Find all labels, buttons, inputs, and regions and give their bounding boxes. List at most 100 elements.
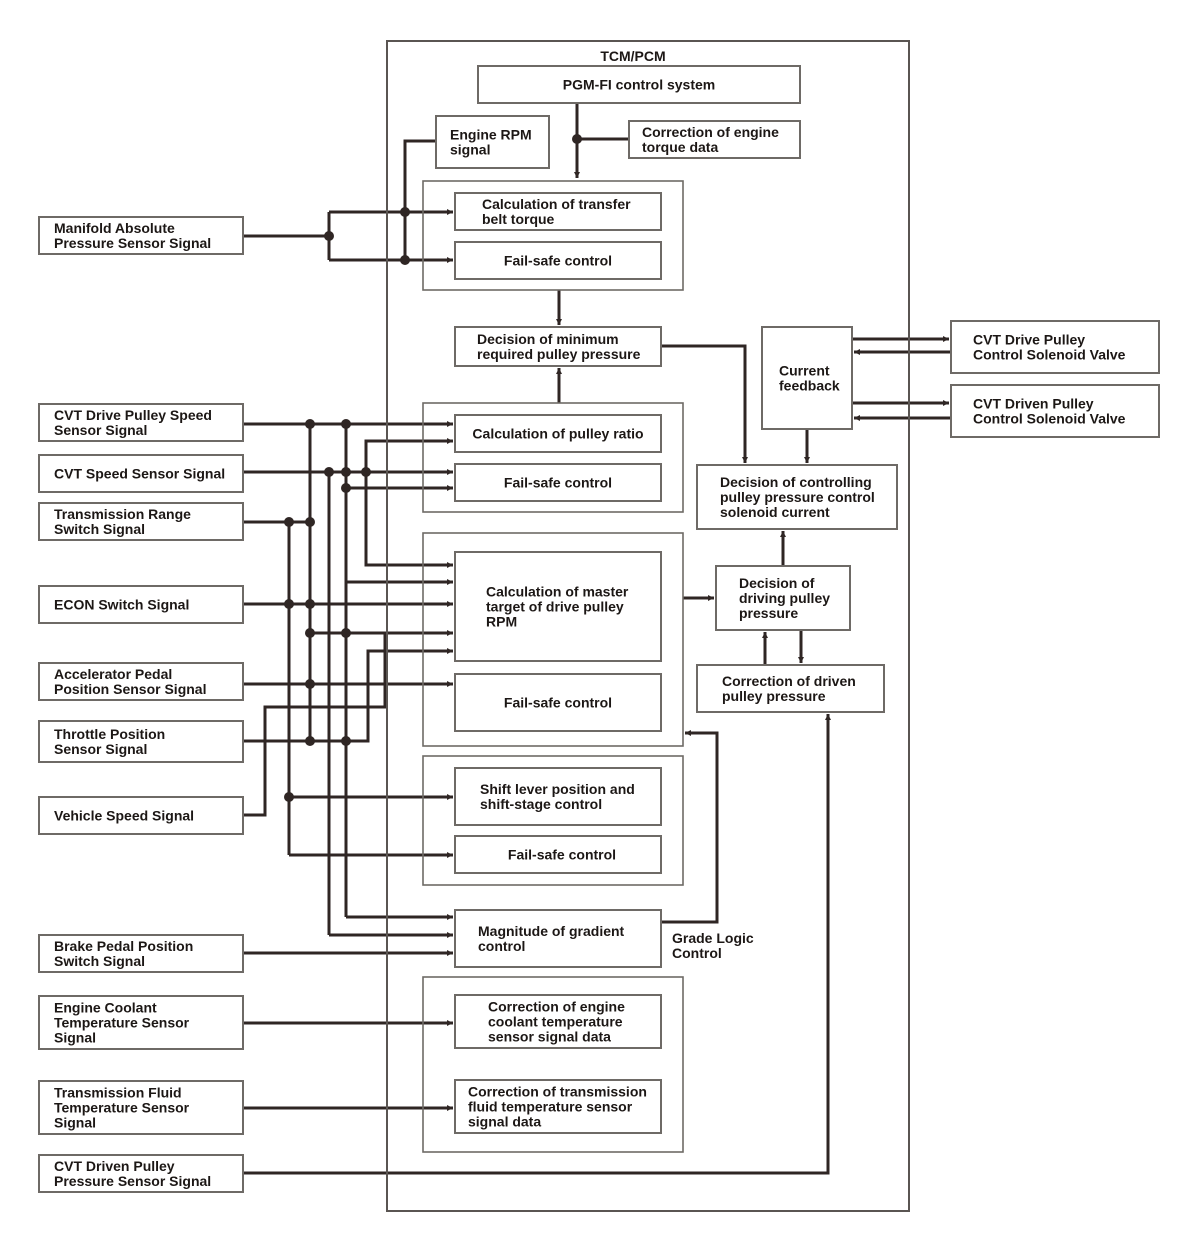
coolant-correction-label: Correction of engine bbox=[488, 999, 625, 1015]
failsafe-3-box: Fail-safe control bbox=[454, 673, 662, 732]
coolant-temp-label: Engine Coolant bbox=[54, 1000, 157, 1016]
tcm-pcm-frame bbox=[386, 40, 910, 1212]
fluid-correction-label: fluid temperature sensor bbox=[468, 1099, 633, 1115]
junction-dot-9 bbox=[341, 483, 351, 493]
wire-9 bbox=[661, 344, 748, 463]
wire-35 bbox=[364, 438, 453, 472]
cvt-speed-label: CVT Speed Sensor Signal bbox=[54, 466, 225, 482]
junction-dot-19 bbox=[284, 792, 294, 802]
map-sensor-label: Pressure Sensor Signal bbox=[54, 235, 211, 251]
coolant-temp-label: Signal bbox=[54, 1030, 96, 1046]
driving-pressure-label: Decision of bbox=[739, 575, 815, 591]
range-switch-label: Transmission Range bbox=[54, 506, 191, 522]
junction-dot-3 bbox=[572, 134, 582, 144]
junction-dot-16 bbox=[305, 679, 315, 689]
junction-dot-11 bbox=[305, 517, 315, 527]
group-belt-torque bbox=[422, 180, 684, 291]
failsafe-4-box: Fail-safe control bbox=[454, 835, 662, 874]
accel-pedal-label: Accelerator Pedal bbox=[54, 666, 172, 682]
driven-pressure-sensor-label: Pressure Sensor Signal bbox=[54, 1173, 211, 1189]
cvt-speed-box: CVT Speed Sensor Signal bbox=[38, 454, 244, 493]
failsafe-3-label: Fail-safe control bbox=[504, 695, 612, 711]
solenoid-current-label: pulley pressure control bbox=[720, 489, 875, 505]
junction-dot-13 bbox=[305, 599, 315, 609]
junction-dot-12 bbox=[284, 599, 294, 609]
brake-pedal-label: Switch Signal bbox=[54, 953, 145, 969]
min-pressure-label: Decision of minimum bbox=[477, 331, 619, 347]
belt-torque-label: belt torque bbox=[482, 211, 555, 227]
grade-logic-label: Control bbox=[672, 945, 722, 961]
group-temp-correction bbox=[422, 976, 684, 1153]
driving-pressure-label: driving pulley bbox=[739, 590, 830, 606]
fluid-temp-label: Signal bbox=[54, 1115, 96, 1131]
wire-37 bbox=[364, 472, 453, 568]
failsafe-1-label: Fail-safe control bbox=[504, 253, 612, 269]
wire-30 bbox=[243, 648, 453, 743]
current-feedback-label: Current bbox=[779, 363, 830, 379]
throttle-label: Throttle Position bbox=[54, 726, 165, 742]
torque-correction-label: Correction of engine bbox=[642, 124, 779, 140]
failsafe-1-box: Fail-safe control bbox=[454, 241, 662, 280]
group-shift-lever bbox=[422, 755, 684, 886]
vehicle-speed-box: Vehicle Speed Signal bbox=[38, 796, 244, 835]
engine-rpm-label: signal bbox=[450, 142, 490, 158]
gradient-label: control bbox=[478, 938, 525, 954]
junction-dot-7 bbox=[341, 467, 351, 477]
driven-correction-label: Correction of driven bbox=[722, 673, 856, 689]
junction-dot-17 bbox=[305, 736, 315, 746]
drive-pulley-speed-label: CVT Drive Pulley Speed bbox=[54, 407, 212, 423]
econ-switch-label: ECON Switch Signal bbox=[54, 597, 189, 613]
group-pulley-ratio bbox=[422, 402, 684, 513]
fluid-temp-label: Transmission Fluid bbox=[54, 1085, 182, 1101]
junction-dot-6 bbox=[324, 467, 334, 477]
junction-dot-8 bbox=[361, 467, 371, 477]
shift-lever-label: shift-stage control bbox=[480, 796, 602, 812]
junction-dot-2 bbox=[400, 255, 410, 265]
junction-dot-5 bbox=[341, 419, 351, 429]
current-feedback-label: feedback bbox=[779, 378, 840, 394]
range-switch-label: Switch Signal bbox=[54, 521, 145, 537]
driven-pressure-sensor-label: CVT Driven Pulley bbox=[54, 1158, 175, 1174]
pgm-fi-box: PGM-FI control system bbox=[477, 65, 801, 104]
driven-solenoid-label: Control Solenoid Valve bbox=[973, 411, 1126, 427]
min-pressure-label: required pulley pressure bbox=[477, 346, 641, 362]
failsafe-2-box: Fail-safe control bbox=[454, 463, 662, 502]
solenoid-current-label: solenoid current bbox=[720, 504, 830, 520]
coolant-temp-label: Temperature Sensor bbox=[54, 1015, 190, 1031]
econ-switch-box: ECON Switch Signal bbox=[38, 585, 244, 624]
wire-4 bbox=[403, 139, 436, 260]
junction-dot-1 bbox=[400, 207, 410, 217]
fluid-temp-label: Temperature Sensor bbox=[54, 1100, 190, 1116]
drive-solenoid-label: CVT Drive Pulley bbox=[973, 332, 1085, 348]
wire-19 bbox=[661, 730, 719, 924]
solenoid-current-label: Decision of controlling bbox=[720, 474, 872, 490]
tcm-title: TCM/PCM bbox=[600, 48, 665, 64]
junction-dot-0 bbox=[324, 231, 334, 241]
accel-pedal-label: Position Sensor Signal bbox=[54, 681, 206, 697]
engine-rpm-label: Engine RPM bbox=[450, 127, 532, 143]
shift-lever-label: Shift lever position and bbox=[480, 781, 635, 797]
coolant-correction-label: sensor signal data bbox=[488, 1029, 611, 1045]
gradient-label: Magnitude of gradient bbox=[478, 923, 625, 939]
